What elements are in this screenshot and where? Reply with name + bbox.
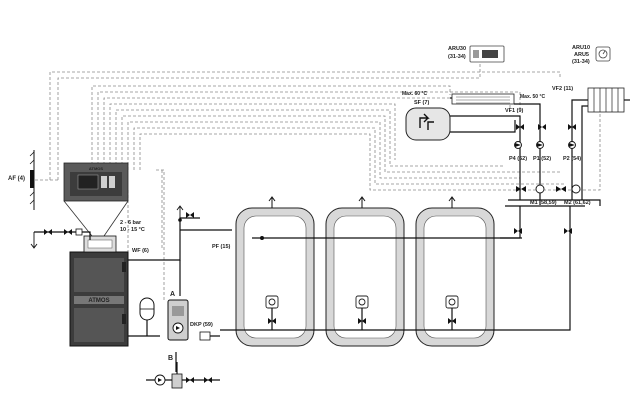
max-temp-right-label: Max. 50 °C [520, 94, 545, 100]
accumulation-tank-1 [235, 196, 315, 347]
boiler-brand: ATMOS [88, 298, 109, 304]
m1-label: M1 (58,59) [530, 200, 557, 206]
safety-valve [176, 205, 194, 222]
p4-label: P4 (62) [509, 156, 527, 162]
p1-label: P1 (52) [533, 156, 551, 162]
af-label: AF (4) [8, 176, 25, 182]
boiler-controller: ATMOS [63, 162, 129, 202]
water-temp-label: 10 - 15 °C [120, 227, 145, 233]
wf-label: WF (6) [132, 248, 149, 254]
aru10-label: ARU10 [572, 45, 590, 51]
sf-label: SF (7) [414, 100, 429, 106]
floor-heater [451, 93, 515, 105]
aru5-label: ARU5 [574, 52, 589, 58]
pf-label: PF (15) [212, 244, 231, 250]
control-wiring [30, 60, 601, 330]
m2-label: M2 (61,62) [564, 200, 591, 206]
point-b-label: B [168, 355, 173, 362]
heating-circuit-pipes [450, 97, 630, 207]
aru30-label: ARU30 [448, 46, 466, 52]
aru30-room-unit [469, 45, 505, 63]
radiator [587, 87, 625, 113]
mixing-valve-m2 [556, 184, 581, 194]
dkp-label: DKP (59) [190, 322, 213, 328]
cold-water-inlet [30, 228, 91, 249]
circuit-valves [514, 124, 576, 234]
accumulation-tank-2 [325, 196, 405, 347]
aru10-code: (31-34) [572, 59, 590, 65]
pump-p2 [568, 141, 576, 149]
pressure-label: 2 - 6 bar [120, 220, 142, 226]
vf2-label: VF2 (11) [552, 86, 573, 92]
expansion-vessel [139, 297, 155, 336]
controller-brand: ATMOS [89, 166, 103, 171]
pump-p4 [514, 141, 522, 149]
p2-label: P2 (54) [563, 156, 581, 162]
vf1-label: VF1 (9) [505, 108, 524, 114]
aru30-code: (31-34) [448, 54, 466, 60]
tank-pipes [180, 206, 571, 331]
mixing-valve-m1 [516, 184, 545, 194]
boiler: ATMOS [69, 235, 129, 347]
aru10-room-unit [595, 46, 611, 62]
pump-p1 [536, 141, 544, 149]
accumulation-tank-3 [415, 196, 495, 347]
tank-valves [268, 318, 456, 324]
max-temp-left-label: Max. 60 °C [402, 91, 427, 97]
dhw-tank [405, 107, 451, 141]
point-a-label: A [170, 291, 175, 298]
outdoor-sensor [29, 150, 35, 210]
loading-unit-b [146, 362, 220, 389]
loading-unit-a [167, 299, 211, 341]
